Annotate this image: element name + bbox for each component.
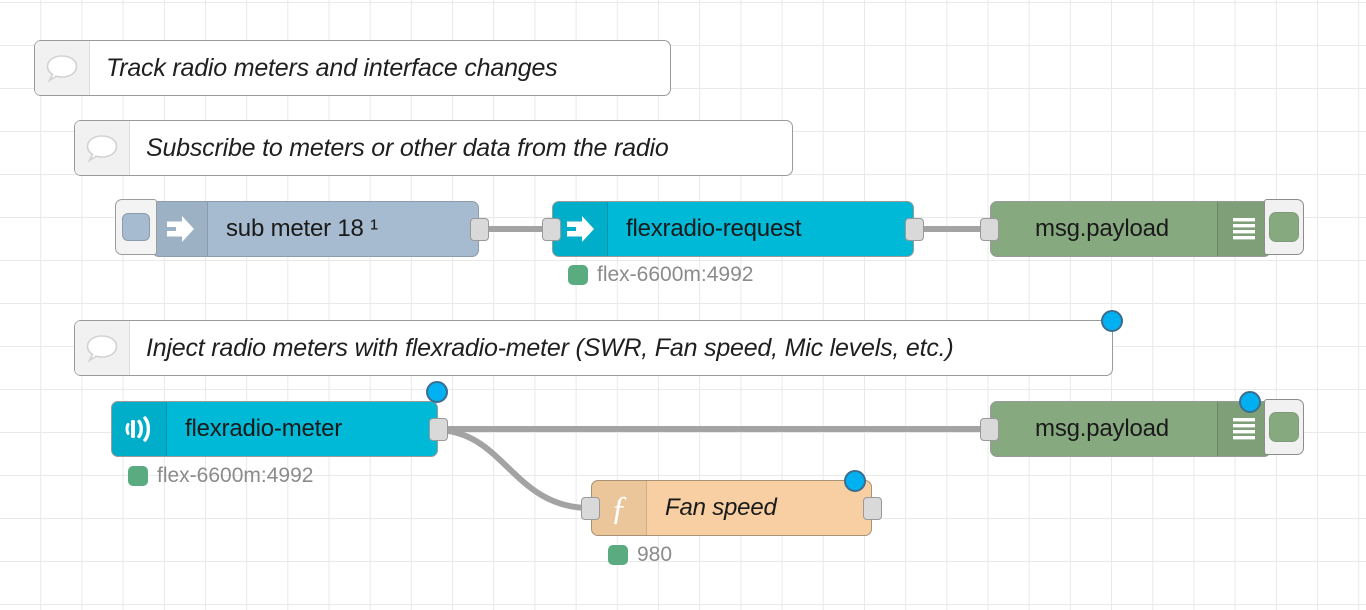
comment-node-track[interactable]: Track radio meters and interface changes (34, 40, 671, 96)
function-node-status: 980 (608, 543, 672, 567)
debug-button-inner (1269, 412, 1299, 442)
flexradio-request-status: flex-6600m:4992 (568, 263, 753, 287)
comment-label: Track radio meters and interface changes (106, 53, 558, 82)
flexradio-meter-label: flexradio-meter (185, 415, 343, 442)
status-dot (608, 545, 628, 565)
wire-meter-to-function (435, 427, 593, 511)
input-port[interactable] (581, 497, 600, 520)
inject-node-label: sub meter 18 ¹ (226, 215, 378, 242)
debug-button-inner (1269, 212, 1299, 242)
changed-marker-icon (426, 381, 448, 403)
input-port[interactable] (542, 218, 561, 241)
status-text: 980 (637, 543, 673, 566)
status-dot (128, 466, 148, 486)
output-port[interactable] (429, 418, 448, 441)
inject-trigger-button[interactable] (115, 199, 157, 255)
flexradio-meter-status: flex-6600m:4992 (128, 464, 313, 488)
signal-broadcast-icon (112, 402, 167, 456)
changed-marker-icon (844, 470, 866, 492)
svg-text:ƒ: ƒ (611, 490, 628, 527)
comment-label: Inject radio meters with flexradio-meter… (146, 333, 954, 362)
comment-icon (75, 321, 130, 375)
comment-icon (35, 41, 90, 95)
status-text: flex-6600m:4992 (597, 263, 754, 286)
flexradio-meter-node[interactable]: flexradio-meter (111, 381, 448, 457)
debug-node-label: msg.payload (1035, 415, 1169, 442)
inject-button-inner (122, 213, 150, 241)
status-text: flex-6600m:4992 (157, 464, 314, 487)
output-port[interactable] (470, 218, 489, 241)
input-port[interactable] (980, 418, 999, 441)
inject-arrow-icon (553, 202, 608, 256)
changed-marker-icon (1239, 391, 1261, 413)
status-dot (568, 265, 588, 285)
comment-node-subscribe[interactable]: Subscribe to meters or other data from t… (74, 120, 793, 176)
debug-node-label: msg.payload (1035, 215, 1169, 242)
debug-node-payload-bottom[interactable]: msg.payload (980, 391, 1304, 457)
flexradio-request-label: flexradio-request (626, 215, 802, 242)
output-port[interactable] (905, 218, 924, 241)
function-node-fan-speed[interactable]: ƒ Fan speed (581, 470, 882, 536)
function-f-icon: ƒ (592, 481, 647, 535)
flexradio-request-node[interactable]: flexradio-request (542, 201, 924, 257)
input-port[interactable] (980, 218, 999, 241)
debug-node-payload-top[interactable]: msg.payload (980, 199, 1304, 257)
debug-toggle-button[interactable] (1264, 399, 1304, 455)
changed-marker-icon (1101, 310, 1123, 332)
comment-icon (75, 121, 130, 175)
comment-node-inject[interactable]: Inject radio meters with flexradio-meter… (74, 310, 1123, 376)
output-port[interactable] (863, 497, 882, 520)
debug-lines-icon (1217, 202, 1270, 256)
inject-arrow-icon (153, 202, 208, 256)
function-node-label: Fan speed (665, 494, 777, 521)
debug-toggle-button[interactable] (1264, 199, 1304, 255)
comment-label: Subscribe to meters or other data from t… (146, 133, 669, 162)
inject-node-sub-meter[interactable]: sub meter 18 ¹ (115, 199, 489, 257)
